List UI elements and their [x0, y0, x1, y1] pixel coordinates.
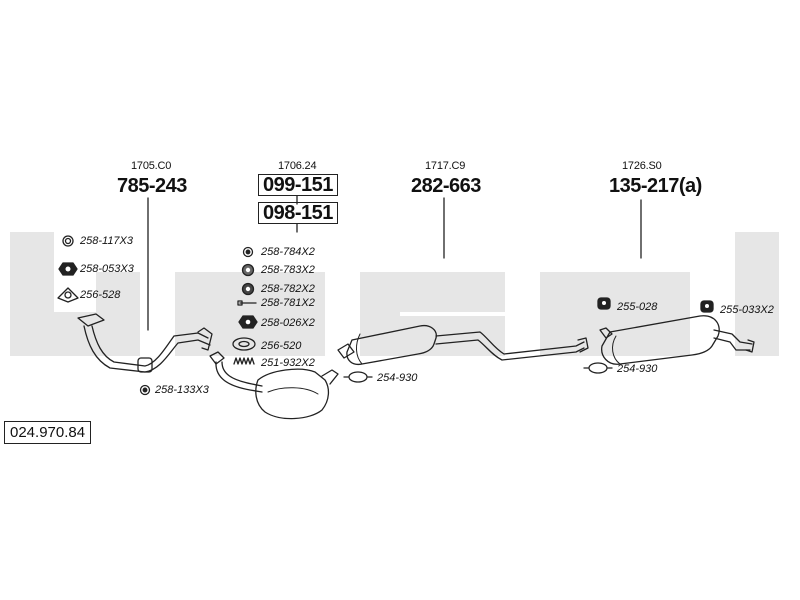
part-number[interactable]: 135-217(a): [609, 175, 702, 197]
front-pipe: [77, 313, 213, 373]
fitting-label[interactable]: 254-930: [377, 372, 418, 384]
section-ref: 1705.C0: [131, 160, 172, 172]
fitting-label[interactable]: 258-784X2: [261, 246, 315, 258]
part-number[interactable]: 785-243: [117, 175, 187, 197]
fitting-label[interactable]: 258-133X3: [155, 384, 209, 396]
sealing-ring-icon: [232, 337, 256, 351]
section-ref: 1706.24: [278, 160, 317, 172]
washer-icon: [242, 246, 254, 258]
fitting-label[interactable]: 251-932X2: [261, 357, 315, 369]
rubber-mount-icon: [597, 297, 611, 310]
fitting-label[interactable]: 258-117X3: [80, 235, 134, 247]
spring-nut-icon: [241, 282, 255, 296]
nut-icon: [241, 263, 255, 277]
section-ref: 1726.S0: [622, 160, 662, 172]
fitting-label[interactable]: 258-053X3: [80, 263, 134, 275]
part-number[interactable]: 282-663: [411, 175, 481, 197]
spring-icon: [233, 357, 255, 365]
fitting-label[interactable]: 254-930: [617, 363, 658, 375]
centre-silencer: [337, 324, 589, 366]
clamp-icon: [343, 371, 373, 383]
fitting-label[interactable]: 255-028: [617, 301, 658, 313]
fitting-label[interactable]: 258-782X2: [261, 283, 315, 295]
clamp-ring-icon: [62, 235, 74, 247]
fitting-label[interactable]: 258-783X2: [261, 264, 315, 276]
section-ref: 1717.C9: [425, 160, 466, 172]
nut-icon: [238, 315, 258, 329]
rear-silencer: [599, 315, 755, 365]
fitting-label[interactable]: 256-528: [80, 289, 121, 301]
fitting-label[interactable]: 255-033X2: [720, 304, 774, 316]
catalytic-converter: [209, 351, 339, 420]
bolt-icon: [237, 300, 257, 306]
rubber-mount-icon: [700, 300, 714, 313]
part-number[interactable]: 099-151: [258, 174, 338, 196]
nut-icon: [58, 262, 78, 276]
washer-icon: [139, 384, 151, 396]
fitting-label[interactable]: 256-520: [261, 340, 302, 352]
fitting-label[interactable]: 258-026X2: [261, 317, 315, 329]
fitting-label[interactable]: 258-781X2: [261, 297, 315, 309]
clamp-icon: [583, 362, 613, 374]
part-number[interactable]: 098-151: [258, 202, 338, 224]
kit-number: 024.970.84: [4, 421, 92, 444]
gasket-icon: [57, 287, 79, 303]
